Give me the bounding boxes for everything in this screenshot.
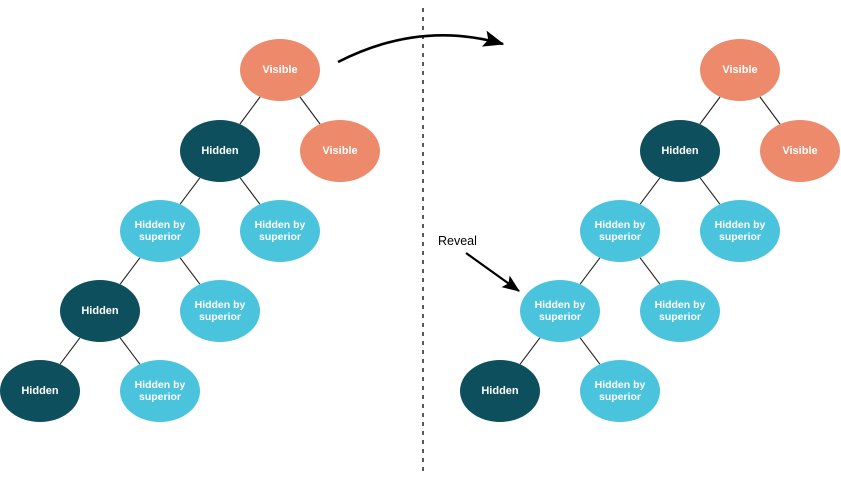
left-tree-edges [59,96,321,365]
tree-node-hidden-by-superior[interactable]: Hidden by superior [580,360,660,422]
tree-edge [179,257,201,285]
tree-node-label: Hidden [81,304,119,317]
tree-node-visible[interactable]: Visible [700,39,780,101]
tree-node-hidden-by-superior[interactable]: Hidden by superior [700,200,780,262]
tree-node-hidden[interactable]: Hidden [60,280,140,342]
tree-node-label: Hidden by superior [594,378,646,403]
tree-edge [699,96,721,125]
tree-node-label: Hidden by superior [134,218,186,243]
tree-node-hidden-by-superior[interactable]: Hidden by superior [120,360,200,422]
tree-edge [579,257,601,285]
tree-node-hidden-by-superior[interactable]: Hidden by superior [240,200,320,262]
tree-node-label: Hidden by superior [254,218,306,243]
tree-node-visible[interactable]: Visible [760,120,840,182]
tree-edge [119,257,141,285]
tree-node-hidden-by-superior[interactable]: Hidden by superior [580,200,660,262]
tree-edge [239,96,261,125]
right-tree-edges [519,96,781,365]
tree-edge [639,177,661,205]
tree-edge [299,96,321,125]
tree-node-hidden[interactable]: Hidden [460,360,540,422]
tree-node-label: Visible [322,144,358,157]
tree-node-hidden[interactable]: Hidden [640,120,720,182]
tree-node-visible[interactable]: Visible [240,39,320,101]
tree-edge [699,177,721,205]
tree-edge [239,177,261,205]
tree-edge [759,96,781,125]
tree-node-visible[interactable]: Visible [300,120,380,182]
tree-node-label: Hidden by superior [714,218,766,243]
tree-node-label: Hidden [21,384,59,397]
tree-node-hidden-by-superior[interactable]: Hidden by superior [120,200,200,262]
tree-node-label: Hidden [661,144,699,157]
tree-node-hidden[interactable]: Hidden [180,120,260,182]
tree-node-label: Hidden by superior [654,298,706,323]
tree-edge [639,257,661,285]
tree-node-hidden-by-superior[interactable]: Hidden by superior [180,280,260,342]
tree-node-label: Hidden by superior [134,378,186,403]
tree-edge [119,337,141,365]
tree-node-label: Visible [782,144,818,157]
tree-edge [519,337,541,365]
tree-node-hidden-by-superior[interactable]: Hidden by superior [520,280,600,342]
tree-node-label: Hidden by superior [194,298,246,323]
tree-node-label: Visible [262,63,298,76]
tree-node-label: Hidden by superior [594,218,646,243]
tree-node-hidden[interactable]: Hidden [0,360,80,422]
reveal-annotation-label: Reveal [438,234,477,248]
tree-node-label: Hidden [201,144,239,157]
tree-node-label: Visible [722,63,758,76]
tree-edge [59,337,81,365]
tree-node-hidden-by-superior[interactable]: Hidden by superior [640,280,720,342]
tree-edge [179,177,201,205]
tree-node-label: Hidden by superior [534,298,586,323]
transform-arrow [337,30,505,64]
tree-edge [579,337,601,365]
reveal-arrow [465,252,520,292]
tree-node-label: Hidden [481,384,519,397]
